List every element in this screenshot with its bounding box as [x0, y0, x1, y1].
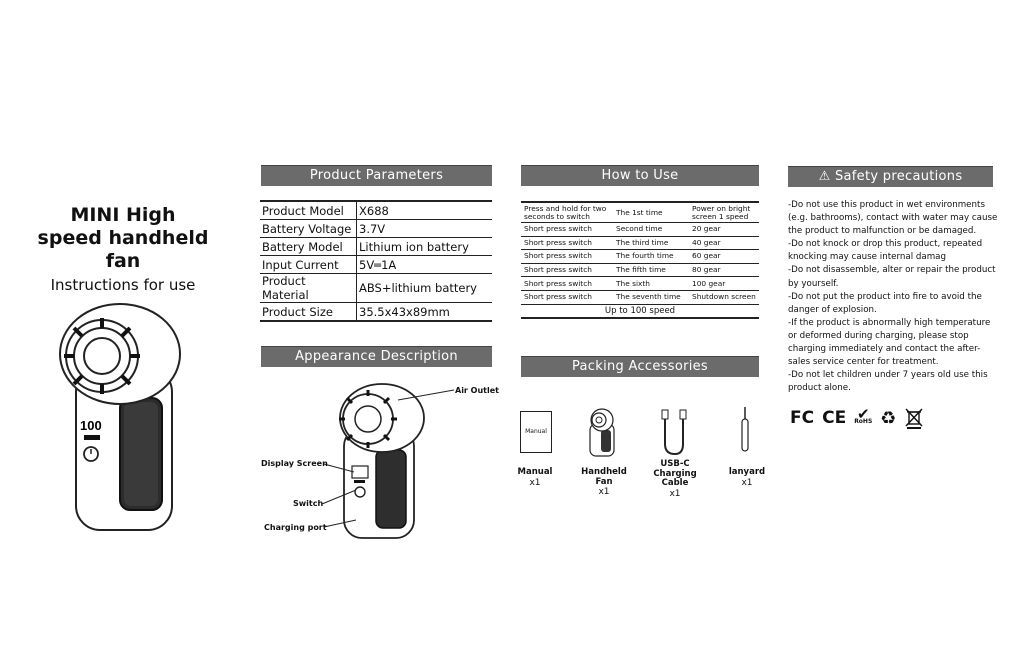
- param-value: ABS+lithium battery: [356, 273, 492, 303]
- list-item: -Do not use this product in wet environm…: [788, 200, 998, 237]
- use-result: 20 gear: [689, 222, 759, 237]
- accessory-qty: x1: [741, 477, 753, 488]
- warning-icon: ⚠: [818, 169, 831, 184]
- fan-illustration: 100: [59, 303, 181, 531]
- accessory-name: Manual: [517, 467, 553, 477]
- accessory-lanyard: lanyard x1: [724, 467, 770, 488]
- safety-heading-text: Safety precautions: [834, 169, 963, 184]
- table-row: Press and hold for two seconds to switch…: [521, 201, 759, 223]
- safety-heading: ⚠ Safety precautions: [788, 166, 993, 187]
- use-action: Short press switch: [521, 249, 613, 264]
- weee-bin-icon: [905, 408, 923, 429]
- use-action: Short press switch: [521, 236, 613, 251]
- accessory-name: USB-C Charging Cable: [653, 459, 697, 488]
- param-key: Product Size: [260, 302, 357, 322]
- use-result: Power on bright screen 1 speed: [689, 201, 759, 223]
- how-to-use-heading: How to Use: [521, 165, 759, 186]
- param-key: Input Current: [260, 255, 357, 274]
- product-parameters-heading: Product Parameters: [261, 165, 492, 186]
- handheld-fan-icon: [589, 408, 615, 457]
- param-key: Product Model: [260, 200, 357, 220]
- appearance-heading: Appearance Description: [261, 346, 492, 367]
- rohs-label: RoHS: [854, 418, 873, 425]
- accessory-qty: x1: [669, 488, 681, 499]
- list-item: -Do not disassemble, alter or repair the…: [788, 265, 996, 289]
- use-count: The fifth time: [613, 263, 689, 278]
- manual-icon: Manual: [520, 411, 552, 453]
- use-result: 80 gear: [689, 263, 759, 278]
- title-subtitle: Instructions for use: [50, 276, 196, 294]
- table-row: Up to 100 speed: [521, 304, 759, 320]
- title-line2: speed handheld fan: [37, 227, 209, 272]
- accessory-manual: Manual x1: [510, 467, 560, 488]
- list-item: -Do not put the product into fire to avo…: [788, 291, 982, 315]
- recycle-icon: ♻: [880, 407, 897, 429]
- use-count: The third time: [613, 236, 689, 251]
- accessory-qty: x1: [598, 487, 610, 497]
- how-to-use-table: Press and hold for two seconds to switch…: [521, 201, 759, 320]
- document-title: MINI High speed handheld fan Instruction…: [18, 204, 228, 296]
- use-count: Second time: [613, 222, 689, 237]
- label-charging-port: Charging port: [264, 523, 327, 532]
- rohs-mark-icon: ✔ RoHS: [854, 405, 873, 426]
- accessory-cable: USB-C Charging Cable x1: [640, 459, 710, 499]
- ce-mark-icon: CE: [822, 408, 847, 428]
- use-count: The fourth time: [613, 249, 689, 264]
- fcc-mark-icon: FC: [790, 408, 815, 428]
- use-count: The seventh time: [613, 290, 689, 305]
- label-display-screen: Display Screen: [261, 459, 328, 468]
- use-result: 40 gear: [689, 236, 759, 251]
- usb-cable-icon: [661, 409, 687, 456]
- label-air-outlet: Air Outlet: [455, 386, 499, 395]
- lanyard-icon: [741, 407, 749, 452]
- use-count: The 1st time: [613, 201, 689, 223]
- certification-marks: FC CE ✔ RoHS ♻: [790, 406, 924, 430]
- accessory-name: lanyard: [728, 467, 766, 477]
- list-item: -If the product is abnormally high tempe…: [788, 317, 991, 368]
- param-value: Lithium ion battery: [356, 237, 492, 256]
- list-item: -Do not let children under 7 years old u…: [788, 370, 988, 394]
- param-value: 3.7V: [356, 219, 492, 238]
- safety-list: -Do not use this product in wet environm…: [788, 199, 1000, 395]
- packing-heading: Packing Accessories: [521, 356, 759, 377]
- use-result: Shutdown screen: [689, 290, 759, 305]
- param-key: Product Material: [260, 273, 357, 303]
- accessory-fan: Handheld Fan x1: [572, 467, 636, 497]
- accessory-name: Handheld Fan: [581, 467, 627, 487]
- use-count: The sixth: [613, 276, 689, 291]
- param-key: Battery Model: [260, 237, 357, 256]
- param-value: 5V═1A: [356, 255, 492, 274]
- fan-display-digits: 100: [80, 418, 102, 433]
- appearance-fan-illustration: [339, 383, 425, 539]
- title-line1: MINI High: [70, 204, 176, 226]
- appearance-callout-lines: [321, 389, 455, 528]
- param-key: Battery Voltage: [260, 219, 357, 238]
- use-action: Short press switch: [521, 263, 613, 278]
- accessory-qty: x1: [529, 477, 541, 488]
- use-action: Short press switch: [521, 276, 613, 291]
- param-value: 35.5x43x89mm: [356, 302, 492, 322]
- use-action: Press and hold for two seconds to switch: [521, 201, 613, 223]
- use-result: 60 gear: [689, 249, 759, 264]
- list-item: -Do not knock or drop this product, repe…: [788, 239, 983, 263]
- use-result: 100 gear: [689, 276, 759, 291]
- use-footer: Up to 100 speed: [521, 304, 759, 320]
- use-action: Short press switch: [521, 222, 613, 237]
- param-value: X688: [356, 200, 492, 220]
- use-action: Short press switch: [521, 290, 613, 305]
- label-switch: Switch: [293, 499, 324, 508]
